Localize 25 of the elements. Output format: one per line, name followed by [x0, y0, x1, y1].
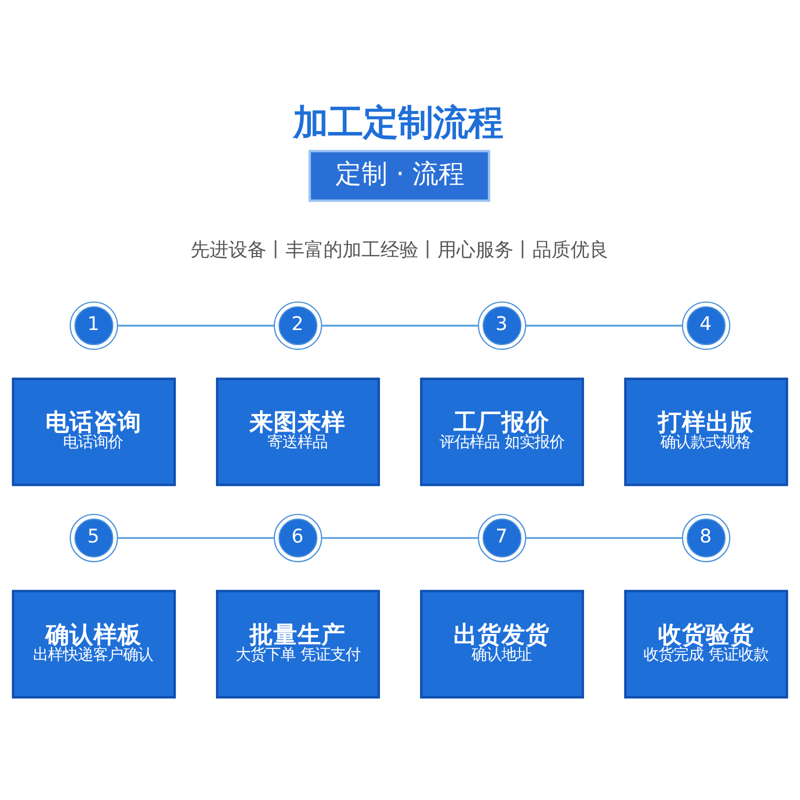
- connector: [526, 324, 682, 327]
- node-box: 批量生产 大货下单 凭证支付: [216, 590, 380, 698]
- node-box: 收货验货 收货完成 凭证收款: [624, 590, 788, 698]
- node-box: 来图来样 寄送样品: [216, 378, 380, 486]
- node-circle: 6: [274, 514, 322, 562]
- node-box: 定制 · 流程: [308, 150, 490, 202]
- node-circle: 8: [682, 514, 730, 562]
- label: 先进设备丨丰富的加工经验丨用心服务丨品质优良: [190, 238, 608, 261]
- node-circle: 3: [478, 302, 526, 350]
- node-box: 确认样板 出样快递客户确认: [12, 590, 176, 698]
- connector: [118, 537, 274, 539]
- node-circle: 1: [70, 302, 118, 350]
- connector: [322, 537, 478, 539]
- node-circle: 4: [682, 302, 730, 350]
- node-circle: 5: [70, 514, 118, 562]
- node-box: 电话咨询 电话询价: [12, 378, 176, 486]
- node-box: 工厂报价 评估样品 如实报价: [420, 378, 584, 486]
- connector: [526, 537, 682, 539]
- diagram-title: 加工定制流程: [293, 102, 504, 144]
- node-box: 出货发货 确认地址: [420, 590, 584, 698]
- node-circle: 7: [478, 514, 526, 562]
- connector: [118, 324, 274, 327]
- node-circle: 2: [274, 302, 322, 350]
- node-box: 打样出版 确认款式规格: [624, 378, 788, 486]
- connector: [322, 324, 478, 327]
